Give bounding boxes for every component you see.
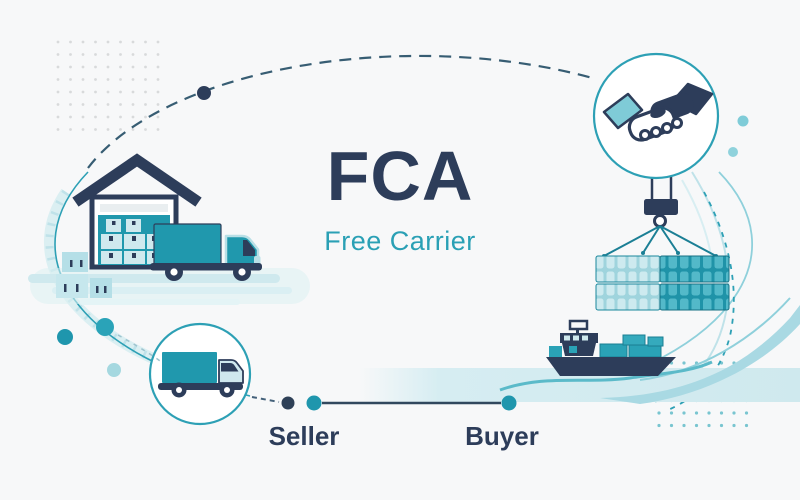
accent-dots-right	[728, 115, 749, 157]
buyer-node-dot	[501, 395, 517, 411]
handshake-icon	[602, 82, 714, 142]
delivery-truck-icon	[150, 223, 262, 281]
seller-node-dot	[281, 396, 295, 410]
dashed-top-arc	[87, 54, 597, 169]
cargo-containers-icon	[595, 255, 730, 311]
cargo-ship-icon	[546, 319, 676, 376]
incoterm-name-subtitle: Free Carrier	[324, 226, 476, 256]
handshake-badge	[592, 52, 720, 180]
crates	[56, 252, 112, 298]
accent-dots-left	[57, 318, 161, 377]
carrier-truck-icon	[158, 352, 244, 398]
seller-label: Seller	[268, 421, 340, 451]
crane-hook-icon	[602, 176, 718, 258]
route-node-dot	[197, 86, 211, 100]
carrier-truck-badge	[148, 322, 252, 426]
buyer-label: Buyer	[465, 421, 539, 451]
water	[360, 297, 800, 404]
dot-grid-top-left	[56, 40, 160, 131]
transfer-node-dot	[306, 395, 322, 411]
incoterm-code-title: FCA	[326, 137, 474, 215]
responsibility-line	[251, 395, 517, 411]
